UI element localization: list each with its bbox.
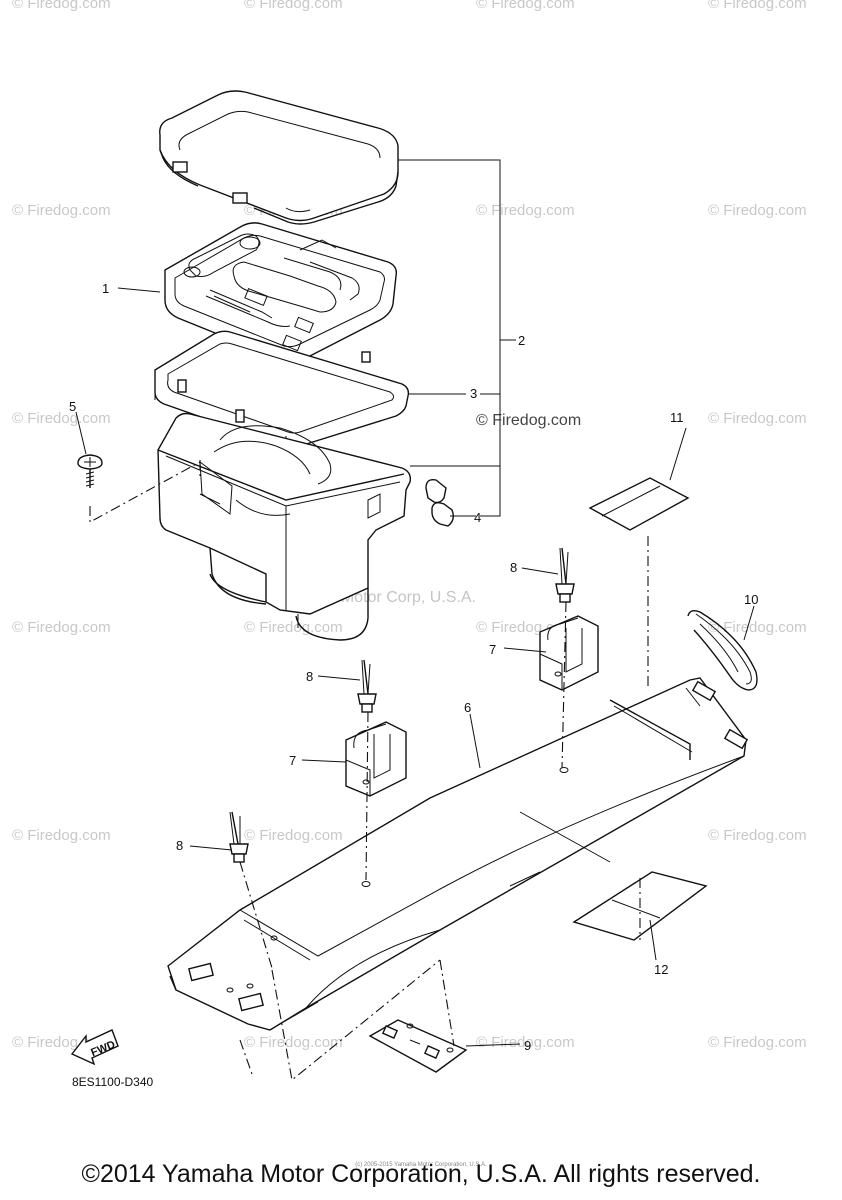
diagram-code: 8ES1100-D340 [72,1075,153,1089]
watermark: © Firedog.com [12,619,111,636]
watermark: © Firedog.com [244,827,343,844]
toolbox-lid [159,90,399,225]
watermark: © Firedog.com [476,1034,575,1051]
watermark-grid: © Firedog.com © Firedog.com © Firedog.co… [12,0,807,1051]
callout-6: 6 [464,700,471,715]
watermark: © Firedog.com [244,0,343,12]
decal-11 [588,477,690,531]
callout-8b: 8 [306,669,313,684]
mounting-plate [167,677,749,1031]
callout-7b: 7 [289,753,296,768]
watermark: © Firedog.com [12,827,111,844]
watermark-prominent: © Firedog.com [476,412,581,429]
toolbox-body [157,412,412,641]
callout-12: 12 [654,962,668,977]
leader-lines [75,159,755,1047]
callout-7a: 7 [489,642,496,657]
rivet-right [555,547,575,603]
watermark: © Firedog.com [476,202,575,219]
callout-3: 3 [470,386,477,401]
callout-4: 4 [474,510,481,525]
callout-5: 5 [69,399,76,414]
watermark: © Firedog.com [708,202,807,219]
callout-11: 11 [670,410,684,425]
watermark: © Firedog.com [12,202,111,219]
watermark: © Firedog.com [708,619,807,636]
watermark: © Firedog.com [708,410,807,427]
assembly-lines [89,460,649,1082]
callout-9: 9 [524,1038,531,1053]
watermark: © Firedog.com [12,410,111,427]
strap-part [687,609,758,691]
tool-tray [164,222,398,363]
fine-print: (c) 2005-2015 Yamaha Motor Corporation, … [355,1162,487,1168]
copyright-footer: ©2014 Yamaha Motor Corporation, U.S.A. A… [81,1160,761,1188]
callout-8a: 8 [510,560,517,575]
screw-part [77,454,103,488]
callout-2: 2 [518,333,525,348]
clip-part [425,478,455,527]
watermark: © Firedog.com [708,0,807,12]
watermark: © Firedog.com [244,1034,343,1051]
callout-labels: 1 2 3 4 5 6 7 7 8 8 8 9 10 11 12 [69,281,758,1053]
callout-8c: 8 [176,838,183,853]
watermark: © Firedog.com [244,619,343,636]
rivet-center [357,659,377,713]
watermark: © Firedog.com [708,1034,807,1051]
watermark: © Firedog.com [476,0,575,12]
bracket-right [539,615,599,691]
callout-1: 1 [102,281,109,296]
callout-10: 10 [744,592,758,607]
bracket-center [345,721,407,797]
watermark: © Firedog.com [708,827,807,844]
rivet-left [229,811,249,863]
watermark: © Firedog.com [12,0,111,12]
seal-frame [154,330,410,448]
small-plate [368,1019,468,1073]
